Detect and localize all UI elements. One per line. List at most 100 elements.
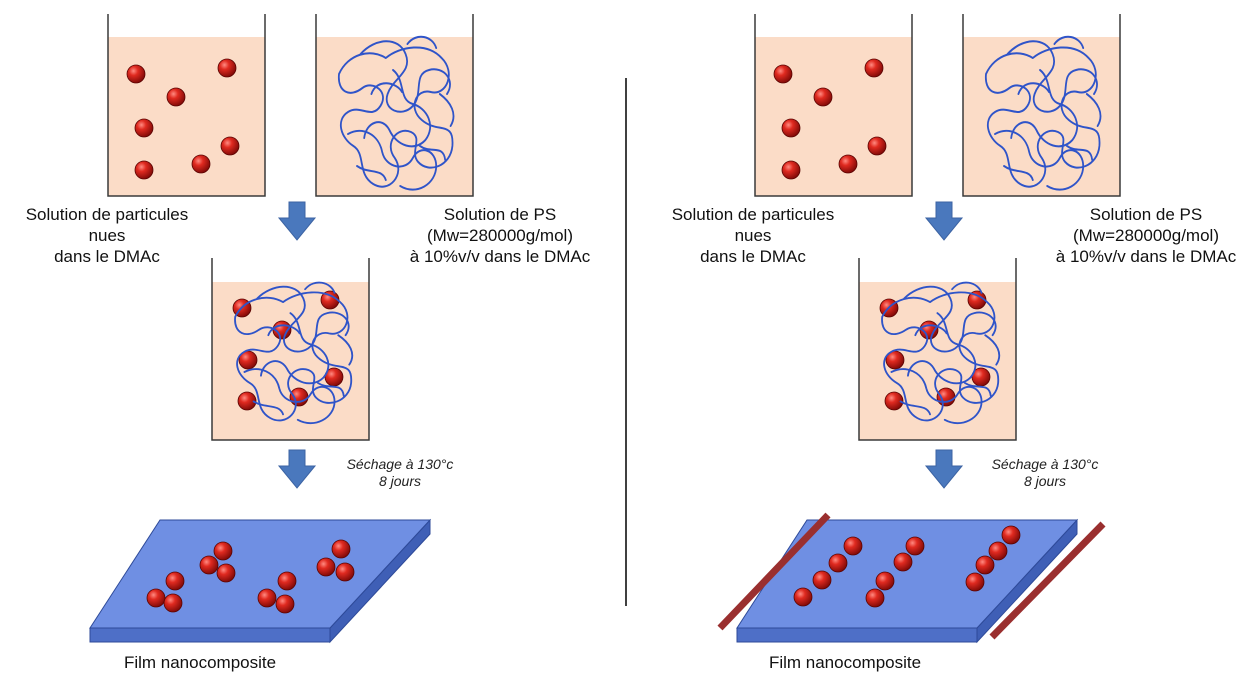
particle-icon (936, 387, 956, 407)
particle-icon (134, 160, 154, 180)
particle (843, 536, 863, 556)
label-line: dans le DMAc (54, 247, 160, 266)
electrode-left (717, 512, 831, 631)
particle (213, 541, 233, 561)
particle-solution-label-left: Solution de particules nues dans le DMAc (2, 204, 212, 267)
solution-fill (316, 37, 473, 196)
particle (864, 58, 884, 78)
solution-fill (963, 37, 1120, 196)
particle (217, 58, 237, 78)
particle-icon (146, 588, 166, 608)
solution-fill (755, 37, 912, 196)
polymer-solution-label-left: Solution de PS (Mw=280000g/mol) à 10%v/v… (395, 204, 605, 267)
down-arrow-icon (924, 449, 964, 489)
particle (289, 387, 309, 407)
particle-icon (216, 563, 236, 583)
particle-beaker (754, 14, 913, 197)
beaker-icon (962, 14, 1121, 197)
label-line: (Mw=280000g/mol) (427, 226, 573, 245)
particle-icon (165, 571, 185, 591)
particle-icon (813, 87, 833, 107)
particle (793, 587, 813, 607)
particle (163, 593, 183, 613)
particle-icon (134, 118, 154, 138)
film-top-face (736, 519, 1079, 629)
particle-icon (316, 557, 336, 577)
particle-icon (812, 570, 832, 590)
film (736, 518, 1079, 644)
particle-icon (965, 572, 985, 592)
particle (331, 539, 351, 559)
solution-fill (108, 37, 265, 196)
particle-icon (335, 562, 355, 582)
label-line: Séchage à 130°c (346, 456, 454, 472)
film-top-face (89, 519, 432, 629)
particle-icon (843, 536, 863, 556)
particle-icon (988, 541, 1008, 561)
particle-icon (865, 588, 885, 608)
particle-icon (126, 64, 146, 84)
particle-icon (828, 553, 848, 573)
particle (199, 555, 219, 575)
label-line: 8 jours (1023, 473, 1067, 489)
particle-solution-label-right: Solution de particules nues dans le DMAc (648, 204, 858, 267)
label-line: Solution de particules (671, 205, 835, 224)
film (89, 518, 432, 644)
particle-icon (773, 64, 793, 84)
particle (191, 154, 211, 174)
label-line: à 10%v/v dans le DMAc (1055, 247, 1237, 266)
particle (165, 571, 185, 591)
electrode-right (989, 521, 1106, 640)
particle (126, 64, 146, 84)
particle-icon (975, 555, 995, 575)
label-line: Solution de PS (1089, 205, 1203, 224)
beaker-icon (107, 14, 266, 197)
beaker-icon (211, 258, 370, 441)
particle (277, 571, 297, 591)
particle-icon (166, 87, 186, 107)
beaker-icon (754, 14, 913, 197)
particle-icon (331, 539, 351, 559)
particle (134, 160, 154, 180)
label-line: à 10%v/v dans le DMAc (409, 247, 591, 266)
particle (220, 136, 240, 156)
particle (812, 570, 832, 590)
particle (166, 87, 186, 107)
particle (335, 562, 355, 582)
particle-icon (793, 587, 813, 607)
particle-icon (875, 571, 895, 591)
particle-icon (213, 541, 233, 561)
particle (1001, 525, 1021, 545)
particle-icon (191, 154, 211, 174)
particle (237, 391, 257, 411)
particle (257, 588, 277, 608)
label-line: 8 jours (378, 473, 422, 489)
particle-icon (884, 391, 904, 411)
particle-beaker (107, 14, 266, 197)
particle-icon (237, 391, 257, 411)
particle (936, 387, 956, 407)
down-arrow-icon (277, 201, 317, 241)
particle (134, 118, 154, 138)
particle-icon (289, 387, 309, 407)
label-line: Solution de particules (25, 205, 189, 224)
particle (813, 87, 833, 107)
particle (275, 594, 295, 614)
particle (884, 391, 904, 411)
particle-icon (217, 58, 237, 78)
particle (838, 154, 858, 174)
particle (316, 557, 336, 577)
particle-icon (781, 118, 801, 138)
particle-icon (864, 58, 884, 78)
particle-icon (838, 154, 858, 174)
particle-icon (905, 536, 925, 556)
particle-icon (1001, 525, 1021, 545)
down-arrow-icon (924, 201, 964, 241)
label-line: nues (734, 226, 772, 245)
drying-label-left: Séchage à 130°c 8 jours (340, 456, 460, 490)
particle-icon (163, 593, 183, 613)
film-front-face (89, 627, 331, 643)
particle (905, 536, 925, 556)
particle (875, 571, 895, 591)
